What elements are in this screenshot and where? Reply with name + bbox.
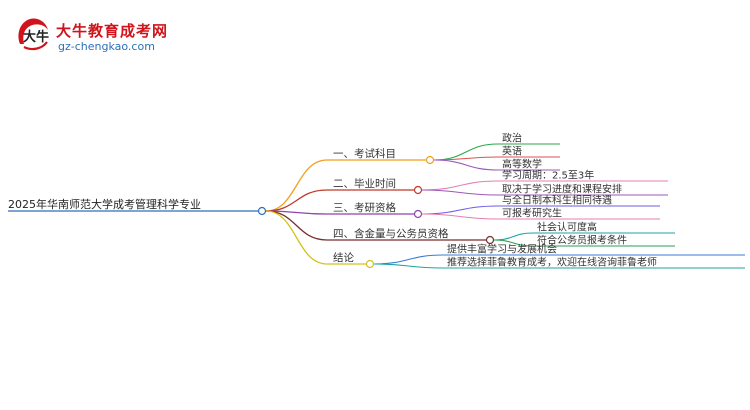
- branch-label: 三、考研资格: [333, 201, 396, 214]
- leaf-label: 符合公务员报考条件: [537, 234, 627, 247]
- leaf-connector: [421, 180, 499, 191]
- leaf-connector: [373, 263, 444, 269]
- leaf-label: 可报考研究生: [502, 207, 562, 220]
- site-logo[interactable]: 大牛 大牛教育成考网 gz-chengkao.com: [14, 14, 167, 58]
- branch-node-dot[interactable]: [413, 209, 423, 219]
- leaf-connector: [493, 239, 534, 247]
- branch-label: 四、含金量与公务员资格: [333, 227, 449, 240]
- leaf-connector: [421, 189, 499, 196]
- branch-node-dot[interactable]: [413, 185, 423, 195]
- leaf-label: 学习周期：2.5至3年: [502, 169, 594, 182]
- leaf-label: 提供丰富学习与发展机会: [447, 243, 557, 256]
- leaf-connector: [493, 232, 534, 241]
- bull-logo-icon: 大牛: [18, 18, 49, 51]
- root-node-label: 2025年华南师范大学成考管理科学专业: [8, 197, 201, 211]
- branch-label: 结论: [333, 251, 354, 264]
- branch-node-dot[interactable]: [485, 235, 495, 245]
- leaf-connector: [421, 213, 499, 220]
- root-branch-connector: [265, 159, 328, 212]
- branch-node-dot[interactable]: [365, 259, 375, 269]
- leaf-connector: [373, 254, 444, 265]
- branch-label: 一、考试科目: [333, 147, 396, 160]
- leaf-connector: [433, 156, 499, 161]
- leaf-label: 政治: [502, 132, 522, 145]
- leaf-label: 推荐选择菲鲁教育成考，欢迎在线咨询菲鲁老师: [447, 256, 657, 269]
- root-branch-connector: [265, 210, 328, 265]
- logo-mark-text: 大牛: [23, 29, 49, 45]
- leaf-label: 社会认可度高: [537, 221, 597, 234]
- branch-label: 二、毕业时间: [333, 177, 396, 190]
- leaf-connector: [433, 159, 499, 171]
- leaf-label: 与全日制本科生相同待遇: [502, 194, 612, 207]
- branch-node-dot[interactable]: [425, 155, 435, 165]
- leaf-label: 英语: [502, 145, 522, 158]
- logo-url: gz-chengkao.com: [58, 40, 155, 53]
- root-branch-connector: [265, 189, 328, 212]
- root-branch-connector: [265, 210, 328, 241]
- root-node-dot[interactable]: [257, 206, 267, 216]
- logo-name: 大牛教育成考网: [56, 22, 169, 40]
- leaf-label: 高等数学: [502, 158, 542, 171]
- leaf-connector: [421, 205, 499, 215]
- leaf-label: 取决于学习进度和课程安排: [502, 183, 622, 196]
